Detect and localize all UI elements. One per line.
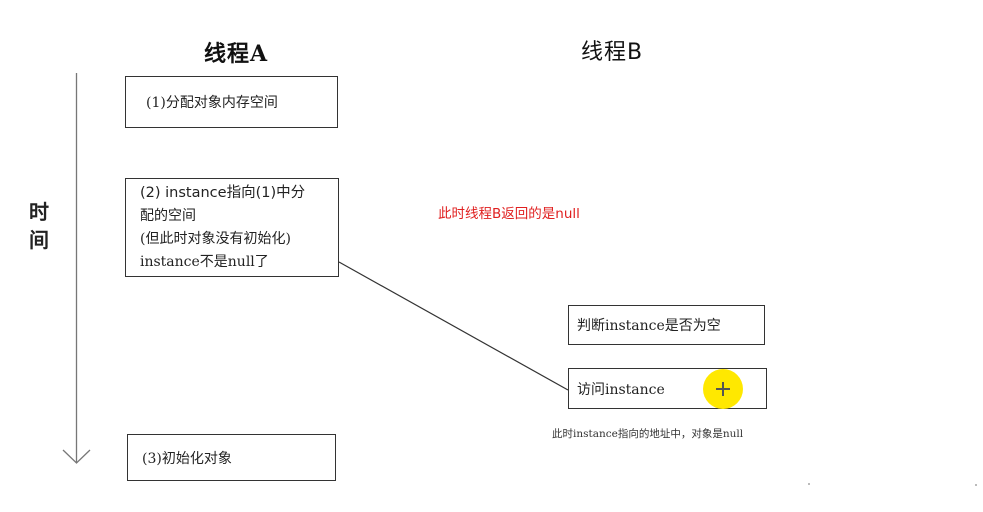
thread-a-step-1-text: (1)分配对象内存空间 xyxy=(146,95,278,111)
thread-a-step-2: (2) instance指向(1)中分 配的空间 (但此时对象没有初始化) in… xyxy=(125,178,339,277)
thread-b-step-check-text: 判断instance是否为空 xyxy=(577,318,721,334)
thread-b-null-note: 此时线程B返回的是null xyxy=(438,206,580,222)
connector-line xyxy=(338,261,569,391)
time-axis-arrowhead xyxy=(62,449,91,464)
thread-b-step-access-text: 访问instance xyxy=(577,381,665,398)
thread-a-step-2-line: instance不是null了 xyxy=(140,254,269,270)
thread-b-title: 线程B xyxy=(581,40,644,65)
thread-a-title: 线程A xyxy=(204,41,269,67)
thread-a-step-3: (3)初始化对象 xyxy=(127,434,336,481)
time-axis-label-char: 时 xyxy=(29,200,49,224)
thread-b-caption: 此时instance指向的地址中，对象是null xyxy=(552,428,744,440)
speck xyxy=(808,483,810,485)
cursor-highlight-icon xyxy=(703,369,743,409)
thread-a-step-1: (1)分配对象内存空间 xyxy=(125,76,338,128)
speck xyxy=(975,484,977,486)
thread-a-step-3-text: (3)初始化对象 xyxy=(142,450,232,467)
thread-a-step-2-line: (但此时对象没有初始化) xyxy=(140,231,291,247)
thread-b-step-check: 判断instance是否为空 xyxy=(568,305,765,345)
thread-a-step-2-line: 配的空间 xyxy=(140,208,196,224)
time-axis-label: 时 间 xyxy=(27,198,51,254)
thread-a-step-2-line: (2) instance指向(1)中分 xyxy=(140,185,306,201)
time-axis-label-char: 间 xyxy=(29,228,49,252)
